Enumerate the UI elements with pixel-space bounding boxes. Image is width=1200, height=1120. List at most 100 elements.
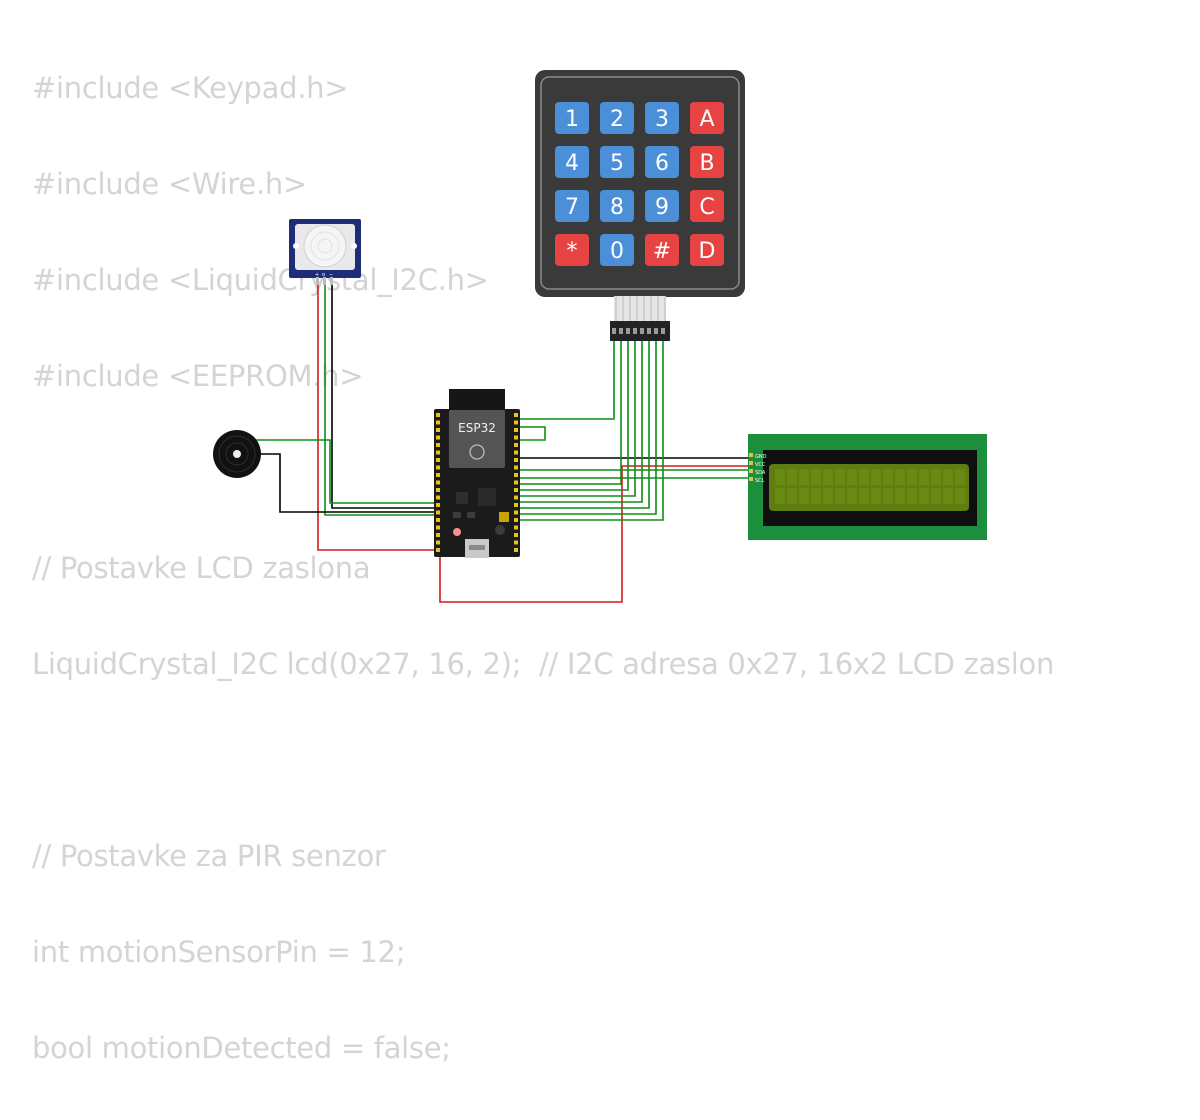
esp32-pin[interactable] xyxy=(514,480,518,485)
wire-buzzer-gnd[interactable] xyxy=(250,453,436,513)
keypad-key-7[interactable]: 7 xyxy=(555,190,589,222)
esp32-pin[interactable] xyxy=(514,503,518,507)
esp32-pin[interactable] xyxy=(514,518,518,522)
keypad-key-cap xyxy=(690,234,724,266)
wire-pir-gnd[interactable] xyxy=(331,282,436,509)
wire-keypad-8[interactable] xyxy=(518,340,664,521)
lcd-char-cell xyxy=(931,469,941,485)
code-line: #include <Wire.h> xyxy=(32,167,307,201)
lcd-char-cell xyxy=(943,488,953,504)
esp32-pin[interactable] xyxy=(514,495,518,500)
esp32-pin[interactable] xyxy=(514,450,518,455)
pir-pin-plus: + xyxy=(315,272,319,278)
esp32-pin[interactable] xyxy=(514,458,518,462)
code-line: bool motionDetected = false; xyxy=(32,1031,451,1065)
keypad-key-5[interactable]: 5 xyxy=(600,146,634,178)
esp32-pin[interactable] xyxy=(436,435,440,440)
esp32-pin[interactable] xyxy=(436,420,440,425)
esp32-pin[interactable] xyxy=(436,413,440,417)
keypad-key-6[interactable]: 6 xyxy=(645,146,679,178)
wire-keypad-2[interactable] xyxy=(518,340,622,485)
esp32-pin[interactable] xyxy=(436,495,440,500)
esp32-pin[interactable] xyxy=(436,473,440,477)
lcd-1602-i2c[interactable]: GND VCC SDA SCL xyxy=(748,434,987,540)
keypad-key-cap xyxy=(645,146,679,178)
keypad-key-#[interactable]: # xyxy=(645,234,679,266)
lcd-char-cell xyxy=(883,469,893,485)
lcd-char-cell xyxy=(835,488,845,504)
wire-keypad-1[interactable] xyxy=(514,340,615,420)
esp32-pin[interactable] xyxy=(436,548,440,552)
lcd-char-cell xyxy=(871,469,881,485)
keypad-key-0[interactable]: 0 xyxy=(600,234,634,266)
buzzer-center xyxy=(233,450,241,458)
lcd-char-cell xyxy=(919,488,929,504)
wire-lcd-vcc[interactable] xyxy=(439,465,752,603)
keypad-inner-frame xyxy=(540,76,740,290)
esp32-pin[interactable] xyxy=(436,465,440,470)
lcd-char-cell xyxy=(859,488,869,504)
esp32-pin[interactable] xyxy=(436,488,440,492)
keypad-key-B[interactable]: B xyxy=(690,146,724,178)
keypad-key-*[interactable]: * xyxy=(555,234,589,266)
esp32-pin[interactable] xyxy=(514,443,518,447)
esp32-pin[interactable] xyxy=(514,525,518,530)
lcd-pin-header: GND VCC SDA SCL xyxy=(749,453,767,484)
lcd-char-cell xyxy=(823,488,833,504)
esp32-pin[interactable] xyxy=(436,518,440,522)
esp32-pin[interactable] xyxy=(436,458,440,462)
esp32-pin[interactable] xyxy=(514,488,518,492)
keypad-key-D[interactable]: D xyxy=(690,234,724,266)
esp32-pin[interactable] xyxy=(436,450,440,455)
wire-buzzer-signal[interactable] xyxy=(250,439,436,504)
keypad-key-A[interactable]: A xyxy=(690,102,724,134)
lcd-char-cell xyxy=(799,469,809,485)
esp32-pin[interactable] xyxy=(514,465,518,470)
wire-keypad-3[interactable] xyxy=(518,340,629,491)
esp32-pin[interactable] xyxy=(514,510,518,515)
esp32-pin[interactable] xyxy=(514,413,518,417)
keypad-key-C[interactable]: C xyxy=(690,190,724,222)
wire-keypad-6[interactable] xyxy=(518,340,650,509)
buzzer[interactable] xyxy=(213,430,261,478)
wire-keypad-5[interactable] xyxy=(518,340,643,503)
esp32-pin[interactable] xyxy=(436,480,440,485)
keypad-key-label: 1 xyxy=(565,107,579,132)
esp32-pin[interactable] xyxy=(436,443,440,447)
wire-esp32-loop[interactable] xyxy=(514,426,546,441)
esp32-pin[interactable] xyxy=(514,420,518,425)
keypad-key-1[interactable]: 1 xyxy=(555,102,589,134)
esp32-pin[interactable] xyxy=(514,435,518,440)
wire-pir-vcc[interactable] xyxy=(317,282,436,551)
esp32-pin[interactable] xyxy=(436,503,440,507)
keypad-key-cap xyxy=(555,146,589,178)
keypad-key-2[interactable]: 2 xyxy=(600,102,634,134)
pir-sensor[interactable]: + o − xyxy=(289,219,361,285)
esp32-pin[interactable] xyxy=(436,428,440,432)
esp32-pin[interactable] xyxy=(514,548,518,552)
keypad-key-9[interactable]: 9 xyxy=(645,190,679,222)
esp32-devkit[interactable]: ESP32 xyxy=(434,389,520,558)
keypad-key-4[interactable]: 4 xyxy=(555,146,589,178)
wire-keypad-4[interactable] xyxy=(518,340,636,497)
esp32-pin[interactable] xyxy=(514,428,518,432)
keypad-key-cap xyxy=(690,190,724,222)
esp32-pin[interactable] xyxy=(514,533,518,537)
esp32-pin[interactable] xyxy=(514,473,518,477)
keypad-key-cap xyxy=(600,146,634,178)
esp32-pin[interactable] xyxy=(436,510,440,515)
code-line: #include <EEPROM.h> xyxy=(32,359,364,393)
esp32-pin[interactable] xyxy=(436,540,440,545)
esp32-pin[interactable] xyxy=(514,540,518,545)
wire-pir-out[interactable] xyxy=(324,282,436,516)
keypad-key-label: 5 xyxy=(610,151,624,176)
esp32-shield xyxy=(449,410,505,468)
keypad-key-3[interactable]: 3 xyxy=(645,102,679,134)
esp32-pin[interactable] xyxy=(436,533,440,537)
keypad-key-8[interactable]: 8 xyxy=(600,190,634,222)
lcd-char-cell xyxy=(811,469,821,485)
wire-keypad-7[interactable] xyxy=(518,340,657,515)
keypad-key-label: 4 xyxy=(565,151,579,176)
esp32-pin[interactable] xyxy=(436,525,440,530)
